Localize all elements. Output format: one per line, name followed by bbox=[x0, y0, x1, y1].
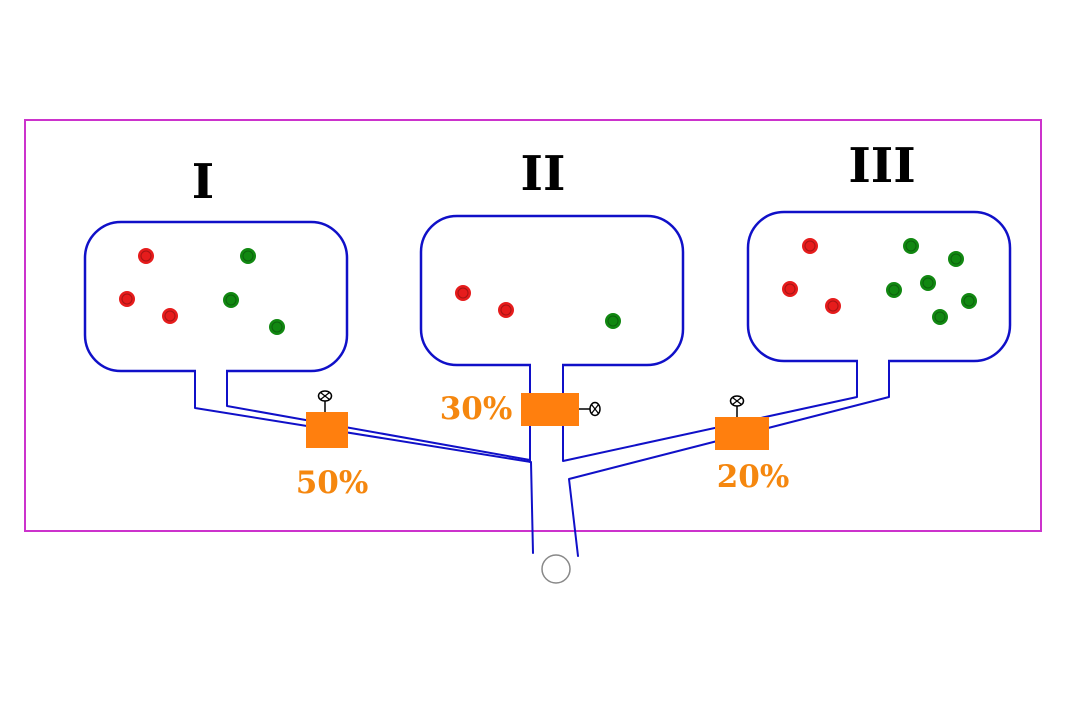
red-particle bbox=[119, 291, 135, 307]
valve-wheel-icon[interactable] bbox=[317, 390, 333, 412]
tank-label: III bbox=[848, 138, 915, 194]
pipe-tank-1-right-wall bbox=[226, 370, 531, 461]
red-particle bbox=[782, 281, 798, 297]
green-particle-ring bbox=[934, 311, 946, 323]
valve-opening-label: 30% bbox=[440, 391, 513, 427]
red-particle-ring bbox=[140, 250, 152, 262]
valve-wheel-icon[interactable] bbox=[729, 395, 745, 417]
green-particle-ring bbox=[905, 240, 917, 252]
valve-2[interactable]: 30% bbox=[440, 391, 601, 427]
tank-neck-gap bbox=[531, 360, 562, 369]
tank-2: II bbox=[419, 146, 685, 369]
valve-1[interactable]: 50% bbox=[296, 390, 369, 501]
green-particle-ring bbox=[225, 294, 237, 306]
pipe-tank-2-right-wall bbox=[562, 360, 858, 462]
green-particle bbox=[886, 282, 902, 298]
red-particle-ring bbox=[164, 310, 176, 322]
green-particle-ring bbox=[242, 250, 254, 262]
red-particle bbox=[138, 248, 154, 264]
green-particle bbox=[223, 292, 239, 308]
tank-particles bbox=[119, 248, 285, 335]
green-particle bbox=[605, 313, 621, 329]
outlet-circle-icon[interactable] bbox=[541, 554, 571, 584]
tank-3: III bbox=[746, 138, 1012, 365]
tank-particles bbox=[455, 285, 621, 329]
red-particle bbox=[802, 238, 818, 254]
valve-opening-label: 20% bbox=[717, 459, 790, 495]
tank-neck-gap bbox=[196, 366, 226, 375]
red-particle bbox=[498, 302, 514, 318]
valve-body[interactable] bbox=[521, 393, 579, 426]
red-particle bbox=[162, 308, 178, 324]
green-particle-ring bbox=[963, 295, 975, 307]
red-particle bbox=[455, 285, 471, 301]
green-particle bbox=[920, 275, 936, 291]
tank-label: I bbox=[192, 154, 214, 210]
valve-wheel-icon[interactable] bbox=[579, 401, 601, 417]
green-particle-ring bbox=[950, 253, 962, 265]
green-particle bbox=[961, 293, 977, 309]
valve-3[interactable]: 20% bbox=[715, 395, 790, 495]
valve-body[interactable] bbox=[306, 412, 348, 448]
red-particle-ring bbox=[457, 287, 469, 299]
green-particle bbox=[948, 251, 964, 267]
green-particle bbox=[240, 248, 256, 264]
red-particle-ring bbox=[500, 304, 512, 316]
green-particle bbox=[269, 319, 285, 335]
green-particle-ring bbox=[888, 284, 900, 296]
tank-particles bbox=[782, 238, 977, 325]
tank-1: I bbox=[83, 154, 349, 375]
green-particle bbox=[903, 238, 919, 254]
valve-opening-label: 50% bbox=[296, 465, 369, 501]
red-particle-ring bbox=[827, 300, 839, 312]
tank-neck-gap bbox=[858, 356, 888, 365]
tank-label: II bbox=[521, 146, 566, 202]
red-particle-ring bbox=[784, 283, 796, 295]
red-particle-ring bbox=[804, 240, 816, 252]
green-particle-ring bbox=[922, 277, 934, 289]
valve-body[interactable] bbox=[715, 417, 769, 450]
green-particle-ring bbox=[271, 321, 283, 333]
red-particle-ring bbox=[121, 293, 133, 305]
pipe-tank-1-left-wall bbox=[194, 370, 534, 554]
red-particle bbox=[825, 298, 841, 314]
green-particle bbox=[932, 309, 948, 325]
green-particle-ring bbox=[607, 315, 619, 327]
